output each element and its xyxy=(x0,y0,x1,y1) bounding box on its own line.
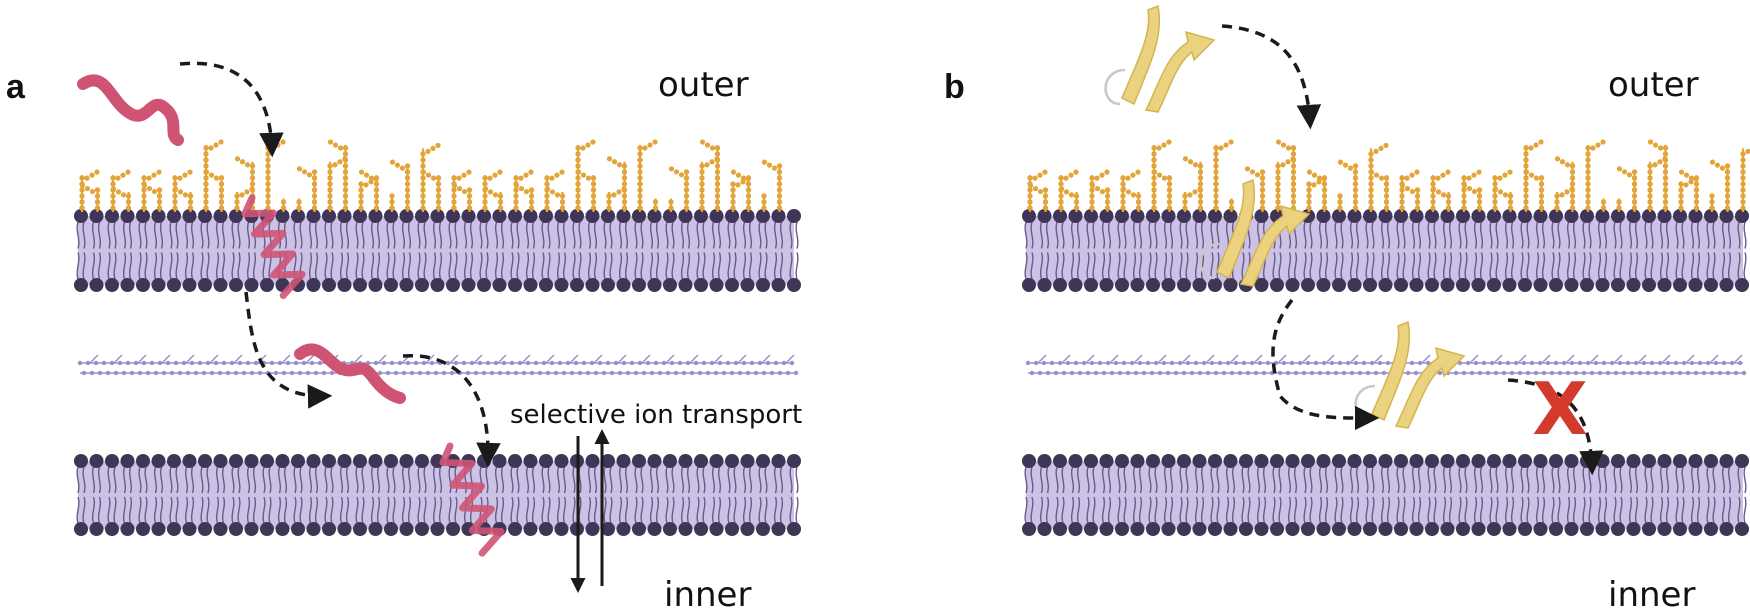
lps-layer-b xyxy=(1027,139,1750,212)
arrow-to-inner-membrane xyxy=(402,354,501,468)
peptidoglycan-layer-b xyxy=(1025,354,1747,376)
arrow-blocked-to-inner-membrane xyxy=(1507,378,1604,476)
lps-layer-a xyxy=(79,139,783,212)
hairpin-outside xyxy=(1104,4,1216,113)
inner-membrane-a xyxy=(74,454,801,536)
ion-transport-label: selective ion transport xyxy=(510,400,803,430)
peptidoglycan-layer-a xyxy=(77,354,799,376)
inner-membrane-b xyxy=(1022,454,1749,536)
outer-label-b: outer xyxy=(1608,65,1699,105)
panel-b: X xyxy=(1022,4,1750,536)
inner-label-a: inner xyxy=(664,575,752,615)
helix-in-outer-membrane xyxy=(241,194,306,300)
helix-in-inner-membrane xyxy=(439,442,505,557)
hairpin-in-outer-membrane xyxy=(1199,178,1311,287)
peptide-unstructured-outside xyxy=(77,74,184,146)
panel-a xyxy=(74,61,801,593)
panel-letter-b: b xyxy=(944,68,965,106)
arrow-hairpin-to-outer-membrane xyxy=(1221,24,1322,130)
inner-label-b: inner xyxy=(1608,575,1696,615)
arrow-to-periplasm xyxy=(244,291,333,409)
outer-membrane-b xyxy=(1022,209,1749,292)
outer-label-a: outer xyxy=(658,65,749,105)
peptide-in-periplasm xyxy=(294,343,406,404)
outer-membrane-a xyxy=(74,209,801,292)
arrow-to-outer-membrane xyxy=(179,61,284,158)
panel-letter-a: a xyxy=(6,68,25,106)
blocked-mark: X xyxy=(1532,367,1588,451)
